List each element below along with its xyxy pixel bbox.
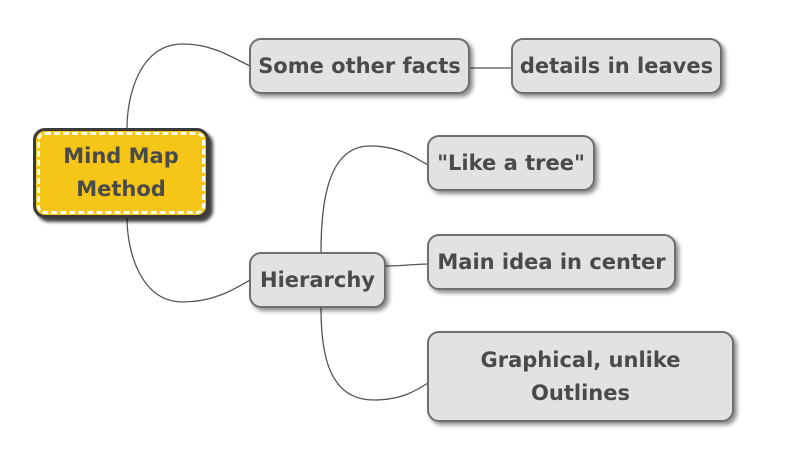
central-topic-line-1: Mind Map <box>63 144 179 168</box>
topic-graphical-line-2: Outlines <box>531 380 630 405</box>
topic-graphical-label: Graphical, unlike Outlines <box>481 344 681 410</box>
topic-some-other-facts-label: Some other facts <box>258 53 461 78</box>
topic-details-in-leaves-label: details in leaves <box>519 53 714 78</box>
topic-details-in-leaves[interactable]: details in leaves <box>511 38 722 94</box>
topic-hierarchy-label: Hierarchy <box>260 267 375 292</box>
connector-hierarchy-to-graphical <box>320 307 429 401</box>
topic-main-idea-in-center[interactable]: Main idea in center <box>427 234 676 290</box>
topic-graphical-unlike-outlines[interactable]: Graphical, unlike Outlines <box>427 331 734 422</box>
connector-hierarchy-to-main-idea <box>385 263 429 267</box>
topic-some-other-facts[interactable]: Some other facts <box>249 38 470 94</box>
connector-root-to-some-other-facts <box>126 43 251 129</box>
topic-hierarchy[interactable]: Hierarchy <box>249 252 386 308</box>
central-topic-line-2: Method <box>76 177 166 201</box>
topic-like-a-tree-label: "Like a tree" <box>437 150 585 175</box>
connector-root-to-hierarchy <box>126 217 251 303</box>
connector-hierarchy-to-like-a-tree <box>320 145 429 253</box>
central-topic-node[interactable]: Mind Map Method <box>33 128 209 218</box>
topic-like-a-tree[interactable]: "Like a tree" <box>427 135 595 191</box>
central-topic-label: Mind Map Method <box>63 140 179 206</box>
topic-graphical-line-1: Graphical, unlike <box>480 347 681 372</box>
topic-main-idea-in-center-label: Main idea in center <box>437 249 666 274</box>
